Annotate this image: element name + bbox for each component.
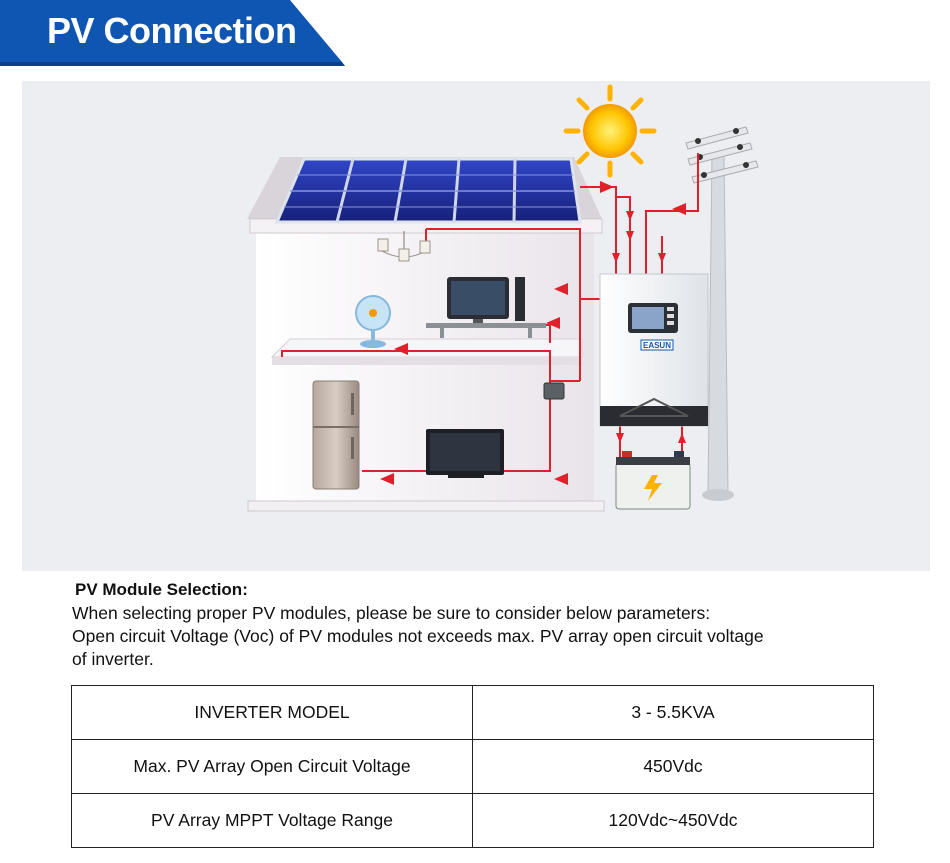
table-row: Max. PV Array Open Circuit Voltage 450Vd… (71, 739, 874, 794)
page-title: PV Connection (47, 10, 297, 51)
table-row: PV Array MPPT Voltage Range 120Vdc~450Vd… (71, 793, 874, 848)
header-banner: PV Connection (0, 0, 345, 66)
battery-icon (615, 451, 691, 510)
table-cell-value: 450Vdc (472, 739, 874, 794)
description-line: Open circuit Voltage (Voc) of PV modules… (72, 626, 764, 646)
meter-box-icon (543, 382, 565, 400)
flow-arrows (380, 181, 686, 485)
spec-table: INVERTER MODEL 3 - 5.5KVA Max. PV Array … (71, 685, 874, 848)
tv-icon (426, 429, 504, 478)
fan-icon (355, 295, 391, 348)
chandelier-icon (377, 231, 431, 262)
sun-icon (563, 84, 657, 178)
utility-pole (685, 126, 759, 501)
solar-panel (274, 157, 582, 224)
section-heading: PV Module Selection: (75, 580, 248, 599)
table-cell-label: PV Array MPPT Voltage Range (71, 793, 473, 848)
table-cell-value: 3 - 5.5KVA (472, 685, 874, 740)
inverter-icon: EASUN (599, 273, 709, 427)
table-cell-label: Max. PV Array Open Circuit Voltage (71, 739, 473, 794)
brand-logo: EASUN (643, 341, 671, 350)
table-cell-value: 120Vdc~450Vdc (472, 793, 874, 848)
pv-module-selection: PV Module Selection: When selecting prop… (72, 579, 892, 671)
description-line: of inverter. (72, 649, 154, 669)
description-line: When selecting proper PV modules, please… (72, 603, 711, 623)
table-row: INVERTER MODEL 3 - 5.5KVA (71, 685, 874, 740)
table-cell-label: INVERTER MODEL (71, 685, 473, 740)
computer-icon (426, 277, 546, 338)
pv-connection-illustration: EASUN (22, 81, 930, 571)
banner-shape (0, 0, 345, 66)
refrigerator-icon (312, 380, 360, 490)
